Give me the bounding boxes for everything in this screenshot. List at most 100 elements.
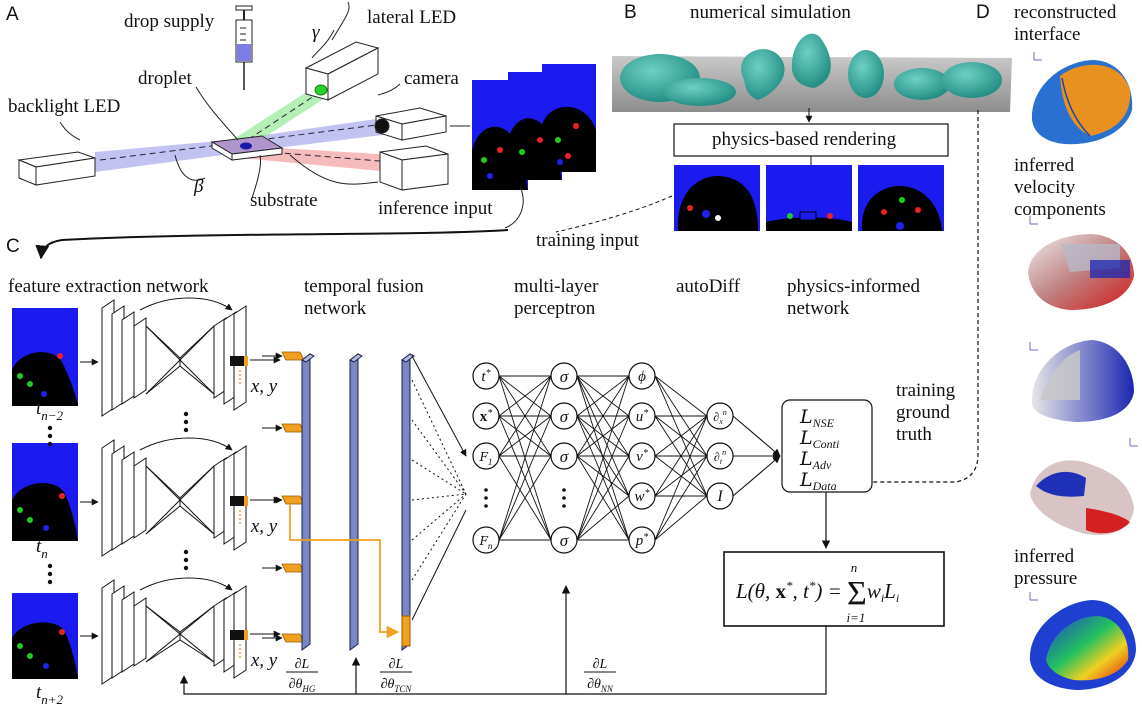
output-node-3 (628, 442, 656, 470)
feature-token-5 (281, 633, 305, 643)
output-node-label-5: p* (635, 532, 649, 549)
panel-d (1028, 52, 1138, 690)
xy-label-3: x, y (250, 650, 278, 671)
sigma-node-2 (550, 402, 578, 430)
panel-letter-a: A (6, 4, 19, 25)
physics-informed-label: physics-informed network (787, 276, 920, 319)
sum-upper-limit: n (851, 560, 858, 575)
xy-label-1: x, y (250, 376, 278, 397)
temporal-fusion-label: temporal fusion network (304, 276, 424, 319)
input-frame-1 (12, 308, 78, 406)
lateral-beam (232, 86, 325, 148)
output-node-label-1: ϕ (638, 369, 646, 385)
panel-letter-b: B (624, 2, 637, 23)
hourglass-network-1: x, y (80, 297, 281, 417)
interface-render (1031, 60, 1133, 145)
inferred-pressure-label: inferred pressure (1014, 546, 1078, 589)
training-ground-truth-label: training ground truth (896, 380, 956, 445)
input-frame-3 (12, 593, 78, 679)
output-node-label-4: w* (634, 488, 649, 505)
autodiff-label: autoDiff (676, 276, 741, 297)
inference-input-label: inference input (378, 198, 493, 219)
hourglass-bar (301, 353, 311, 651)
output-node-label-3: v* (636, 448, 648, 465)
sigma-node-3 (550, 442, 578, 470)
input-node-label-4: Fn (479, 534, 493, 551)
velocity-render-1 (1028, 234, 1134, 310)
gamma-label: γ (312, 22, 320, 43)
sigma-label-1: σ (560, 367, 569, 386)
autodiff-node-1 (706, 402, 734, 430)
lateral-led-box (304, 41, 380, 101)
beta-label: β (194, 176, 204, 197)
rendering-box (673, 123, 949, 157)
output-node-4 (628, 482, 656, 510)
input-node-4 (472, 526, 500, 554)
feature-token-4 (281, 563, 305, 573)
inference-arrow (35, 229, 509, 260)
panel-letter-c: C (6, 236, 20, 257)
drop-supply-label: drop supply (124, 11, 215, 32)
feature-extraction-label: feature extraction network (8, 276, 209, 297)
gradient-label-2: ∂L (389, 657, 404, 672)
feature-token-3 (281, 495, 305, 505)
autodiff-label-1: ∂xn (713, 408, 727, 426)
input-frame-2 (12, 443, 78, 541)
substrate-label: substrate (250, 190, 318, 211)
camera-box (374, 107, 447, 141)
panel-letter-d: D (976, 2, 990, 23)
inferred-velocity-label: inferred velocity components (1014, 155, 1106, 220)
green-led (314, 84, 328, 96)
input-node-3 (472, 442, 500, 470)
droplet-marker (240, 142, 252, 150)
tcn-bar-1 (349, 353, 359, 651)
camera-frames (472, 64, 596, 190)
loss-term-1: LNSE (799, 406, 835, 430)
backlight-led-box (17, 151, 96, 186)
svg-text:∂θHG: ∂θHG (289, 677, 316, 694)
input-node-label-1: t* (481, 368, 490, 385)
physics-based-rendering-label: physics-based rendering (712, 129, 897, 150)
autodiff-node-2 (706, 442, 734, 470)
training-input-label: training input (536, 230, 639, 251)
feature-token-2 (281, 423, 305, 433)
frame-time-label-1: tn−2 (36, 398, 64, 423)
sigma-label-3: σ (560, 447, 569, 466)
lateral-led-label: lateral LED (367, 7, 457, 28)
droplet-label: droplet (138, 68, 192, 89)
syringe (235, 5, 253, 90)
camera-lens (374, 118, 390, 134)
frame-time-label-2: tn (36, 536, 48, 561)
output-node-2 (628, 402, 656, 430)
numerical-simulation-label: numerical simulation (690, 2, 851, 23)
hourglass-network-3: x, y (80, 577, 281, 685)
autodiff-label-2: ∂tn (714, 448, 726, 466)
reconstructed-interface-label: reconstructed interface (1014, 2, 1117, 45)
input-node-label-2: x* (480, 408, 493, 425)
velocity-render-2 (1031, 340, 1134, 422)
ground-truth-arrow (861, 110, 979, 487)
total-loss-formula: L(θ, x*, t*) = ΣwiLi (735, 575, 899, 612)
output-node-label-2: u* (636, 408, 649, 425)
loss-term-4: LData (799, 469, 837, 493)
input-node-1 (472, 362, 500, 390)
mlp-label: multi-layer perceptron (514, 276, 599, 319)
panel-b (555, 33, 1012, 233)
pressure-render (1029, 600, 1136, 690)
tcn-bar-2 (401, 353, 411, 651)
camera-label: camera (404, 68, 459, 89)
sigma-node-4 (550, 526, 578, 554)
gradient-label-1: ∂L (295, 657, 310, 672)
loss-term-3: LAdv (799, 448, 832, 472)
input-node-label-3: F1 (479, 450, 493, 467)
sigma-label-4: σ (560, 531, 569, 550)
sum-lower-limit: i=1 (847, 610, 866, 625)
substrate (210, 135, 284, 161)
input-node-2 (472, 402, 500, 430)
backlight-led-label: backlight LED (8, 96, 121, 117)
gradient-label-3: ∂L (593, 657, 608, 672)
